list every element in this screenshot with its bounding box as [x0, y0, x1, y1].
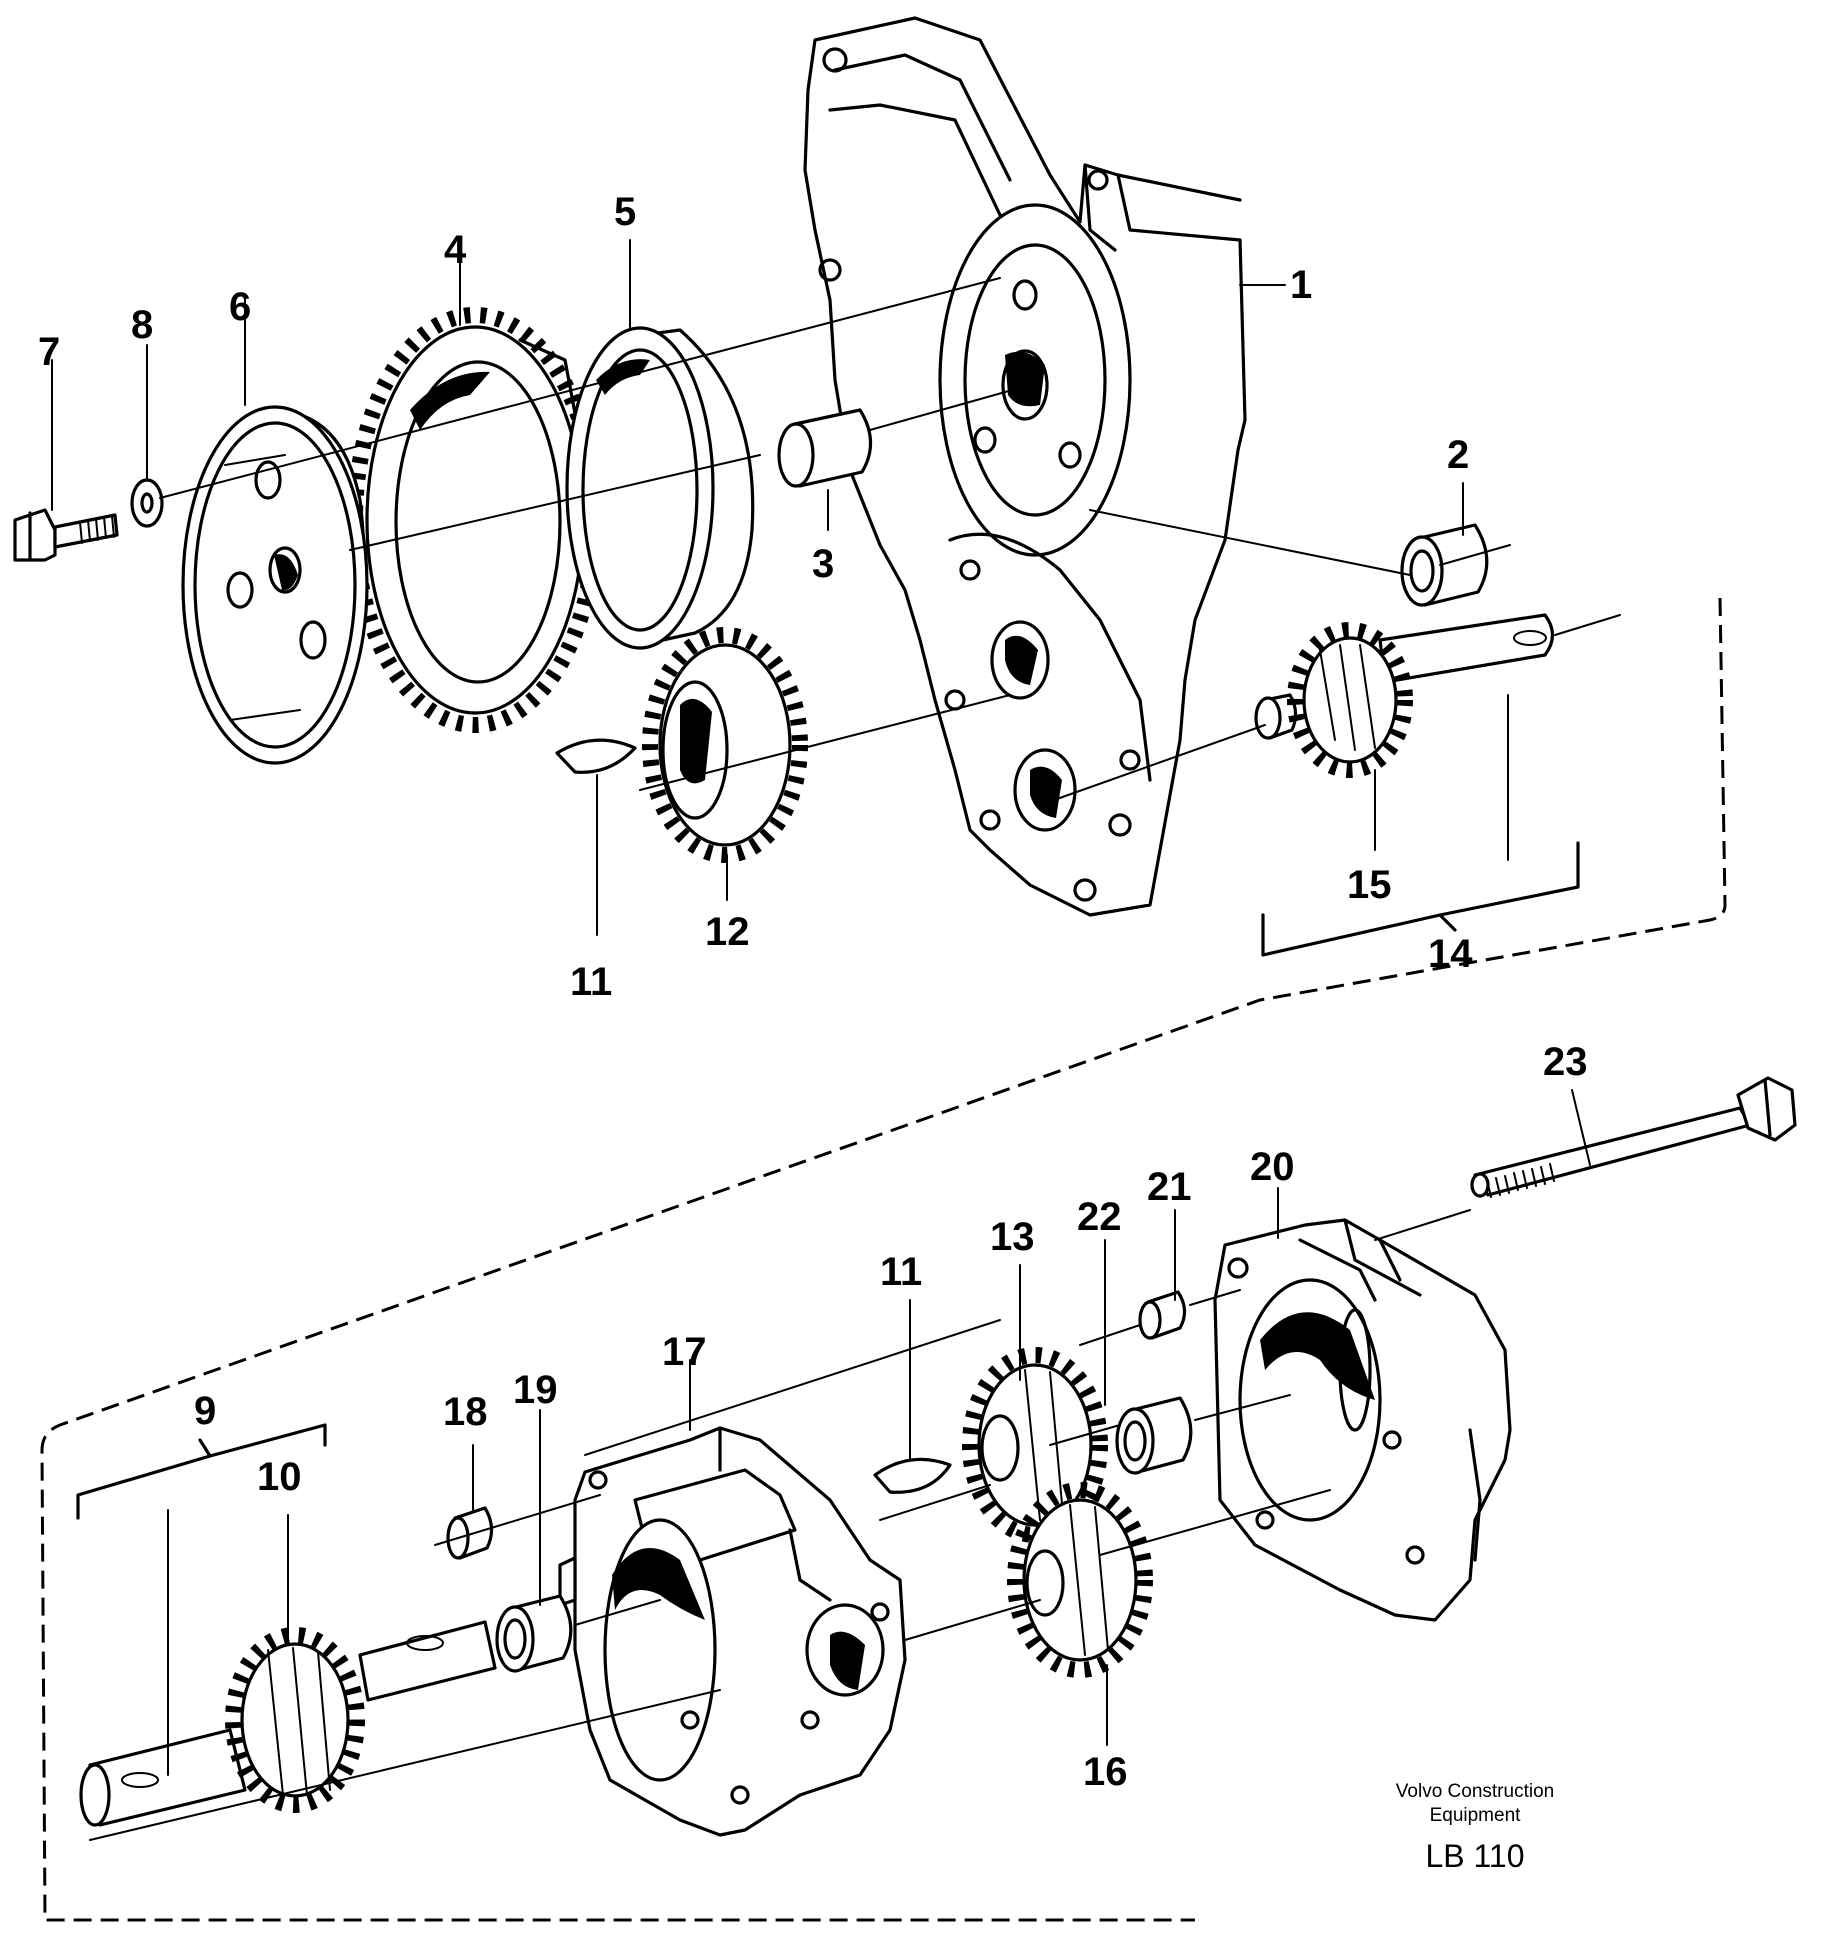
callout-14: 14 — [1428, 932, 1473, 976]
part-11-key-lower — [873, 1457, 952, 1494]
callout-7: 7 — [38, 330, 60, 374]
callout-6: 6 — [229, 285, 251, 329]
callout-11-upper: 11 — [570, 960, 612, 1004]
part-5-sleeve-ring — [565, 326, 755, 650]
part-21-dowel — [1138, 1290, 1187, 1340]
part-2-bushing — [1400, 523, 1489, 607]
callout-8: 8 — [131, 303, 153, 347]
callout-1: 1 — [1290, 263, 1312, 307]
callout-23: 23 — [1543, 1040, 1588, 1084]
callout-20: 20 — [1250, 1145, 1295, 1189]
callout-16: 16 — [1083, 1750, 1128, 1794]
credit-line-2: Equipment — [1430, 1805, 1522, 1826]
callout-21: 21 — [1147, 1165, 1192, 1209]
callout-19: 19 — [513, 1368, 558, 1412]
part-19-bushing — [495, 1594, 573, 1673]
pump-assembly-boundary — [40, 597, 1727, 1922]
part-17-pump-body — [558, 1426, 907, 1837]
part-1-housing-bracket — [803, 16, 1247, 917]
credit-line-1: Volvo Construction — [1396, 1781, 1554, 1802]
part-6-pulley-hub — [181, 405, 369, 765]
part-8-washer — [130, 478, 164, 528]
callout-18: 18 — [443, 1390, 488, 1434]
part-18-dowel — [446, 1506, 494, 1560]
callout-22: 22 — [1077, 1195, 1122, 1239]
part-20-pump-cover — [1213, 1218, 1512, 1622]
bracket-14 — [1261, 841, 1580, 957]
bracket-14-tick — [1438, 913, 1457, 932]
bracket-9-tick — [198, 1438, 212, 1458]
callout-9: 9 — [194, 1389, 216, 1433]
part-22-bushing — [1115, 1396, 1193, 1475]
callout-11-lower: 11 — [880, 1250, 922, 1294]
callout-10: 10 — [257, 1455, 302, 1499]
callout-5: 5 — [614, 190, 636, 234]
callout-4: 4 — [444, 228, 467, 272]
part-23-long-bolt — [1470, 1076, 1797, 1198]
part-12-drive-gear — [642, 627, 808, 863]
callout-12: 12 — [705, 910, 750, 954]
part-9-10-pinion-shaft — [79, 1620, 497, 1827]
diagram-code: LB 110 — [1425, 1838, 1524, 1874]
callout-13: 13 — [990, 1215, 1035, 1259]
lower-axis-lines — [89, 1209, 1471, 1841]
part-7-bolt — [13, 508, 119, 562]
callout-17: 17 — [662, 1330, 707, 1374]
part-14-15-pinion-shaft — [1254, 613, 1555, 778]
part-3-pin — [777, 408, 873, 488]
part-16-gear — [1007, 1482, 1153, 1678]
callout-15: 15 — [1347, 863, 1392, 907]
callout-2: 2 — [1447, 433, 1469, 477]
upper-axis-lines — [159, 277, 1621, 806]
upper-leader-lines — [51, 239, 1509, 936]
part-4-ring-gear — [347, 307, 603, 733]
lower-leader-lines — [167, 1089, 1591, 1776]
part-11-key-upper — [555, 738, 637, 774]
callout-3: 3 — [812, 542, 834, 586]
